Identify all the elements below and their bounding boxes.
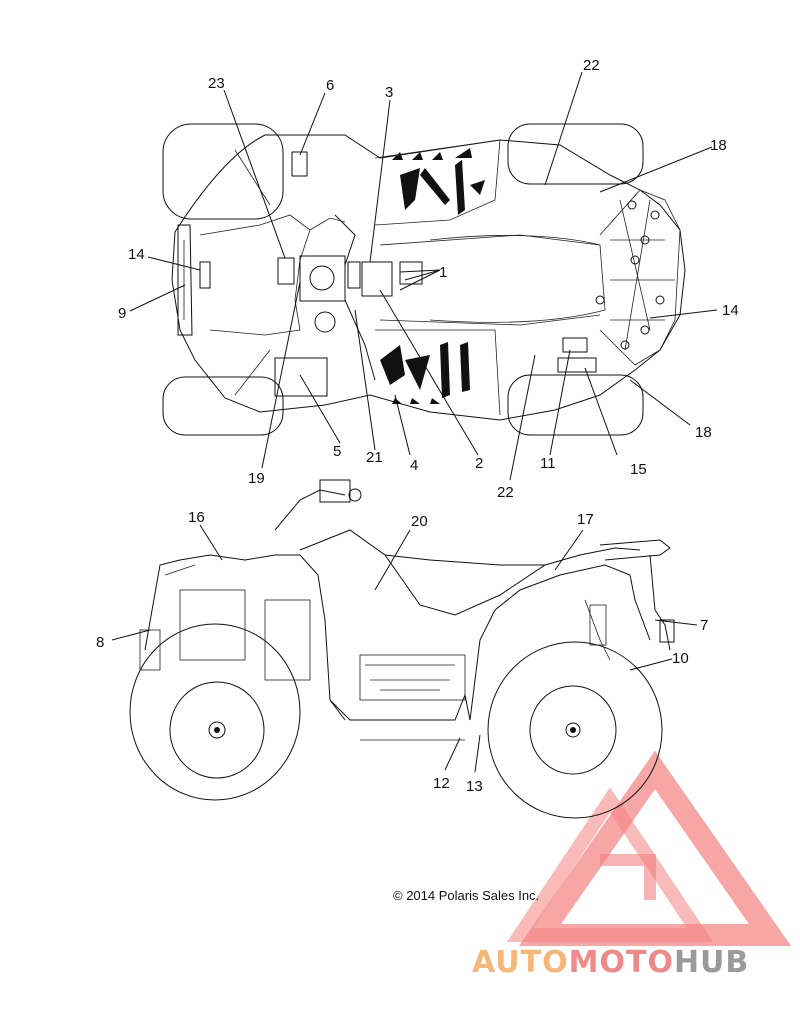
watermark-text: AUTOMOTOHUB <box>472 945 749 980</box>
callout-21: 21 <box>366 449 383 466</box>
callout-6: 6 <box>326 77 334 94</box>
watermark-logo-icon <box>506 750 792 946</box>
leader-lines <box>111 71 718 773</box>
callout-18-bottom: 18 <box>695 424 712 441</box>
callout-numbers: 23 6 3 22 18 14 1 9 14 18 5 21 4 2 11 15… <box>96 57 739 795</box>
callout-13: 13 <box>466 778 483 795</box>
callout-22-top: 22 <box>583 57 600 74</box>
watermark-part-auto: AUTO <box>472 945 569 980</box>
callout-5: 5 <box>333 443 341 460</box>
callout-14-right: 14 <box>722 302 739 319</box>
callout-19: 19 <box>248 470 265 487</box>
callout-4: 4 <box>410 457 418 474</box>
callout-22-bottom: 22 <box>497 484 514 501</box>
callout-3: 3 <box>385 84 393 101</box>
callout-11: 11 <box>540 455 556 472</box>
callout-18-top: 18 <box>710 137 727 154</box>
callout-16: 16 <box>188 509 205 526</box>
watermark-part-hub: HUB <box>674 945 749 980</box>
copyright-text: © 2014 Polaris Sales Inc. <box>393 888 539 903</box>
callout-14-left: 14 <box>128 246 145 263</box>
atv-top-view <box>162 123 686 436</box>
callout-2: 2 <box>475 455 483 472</box>
callout-7: 7 <box>700 617 708 634</box>
atv-side-view <box>129 479 675 819</box>
callout-10: 10 <box>672 650 689 667</box>
callout-15: 15 <box>630 461 647 478</box>
watermark-part-moto: MOTO <box>569 945 674 980</box>
callout-17: 17 <box>577 511 594 528</box>
callout-1: 1 <box>439 264 447 281</box>
callout-23: 23 <box>208 75 225 92</box>
callout-9: 9 <box>118 305 126 322</box>
callout-12: 12 <box>433 775 450 792</box>
callout-8: 8 <box>96 634 104 651</box>
callout-20: 20 <box>411 513 428 530</box>
